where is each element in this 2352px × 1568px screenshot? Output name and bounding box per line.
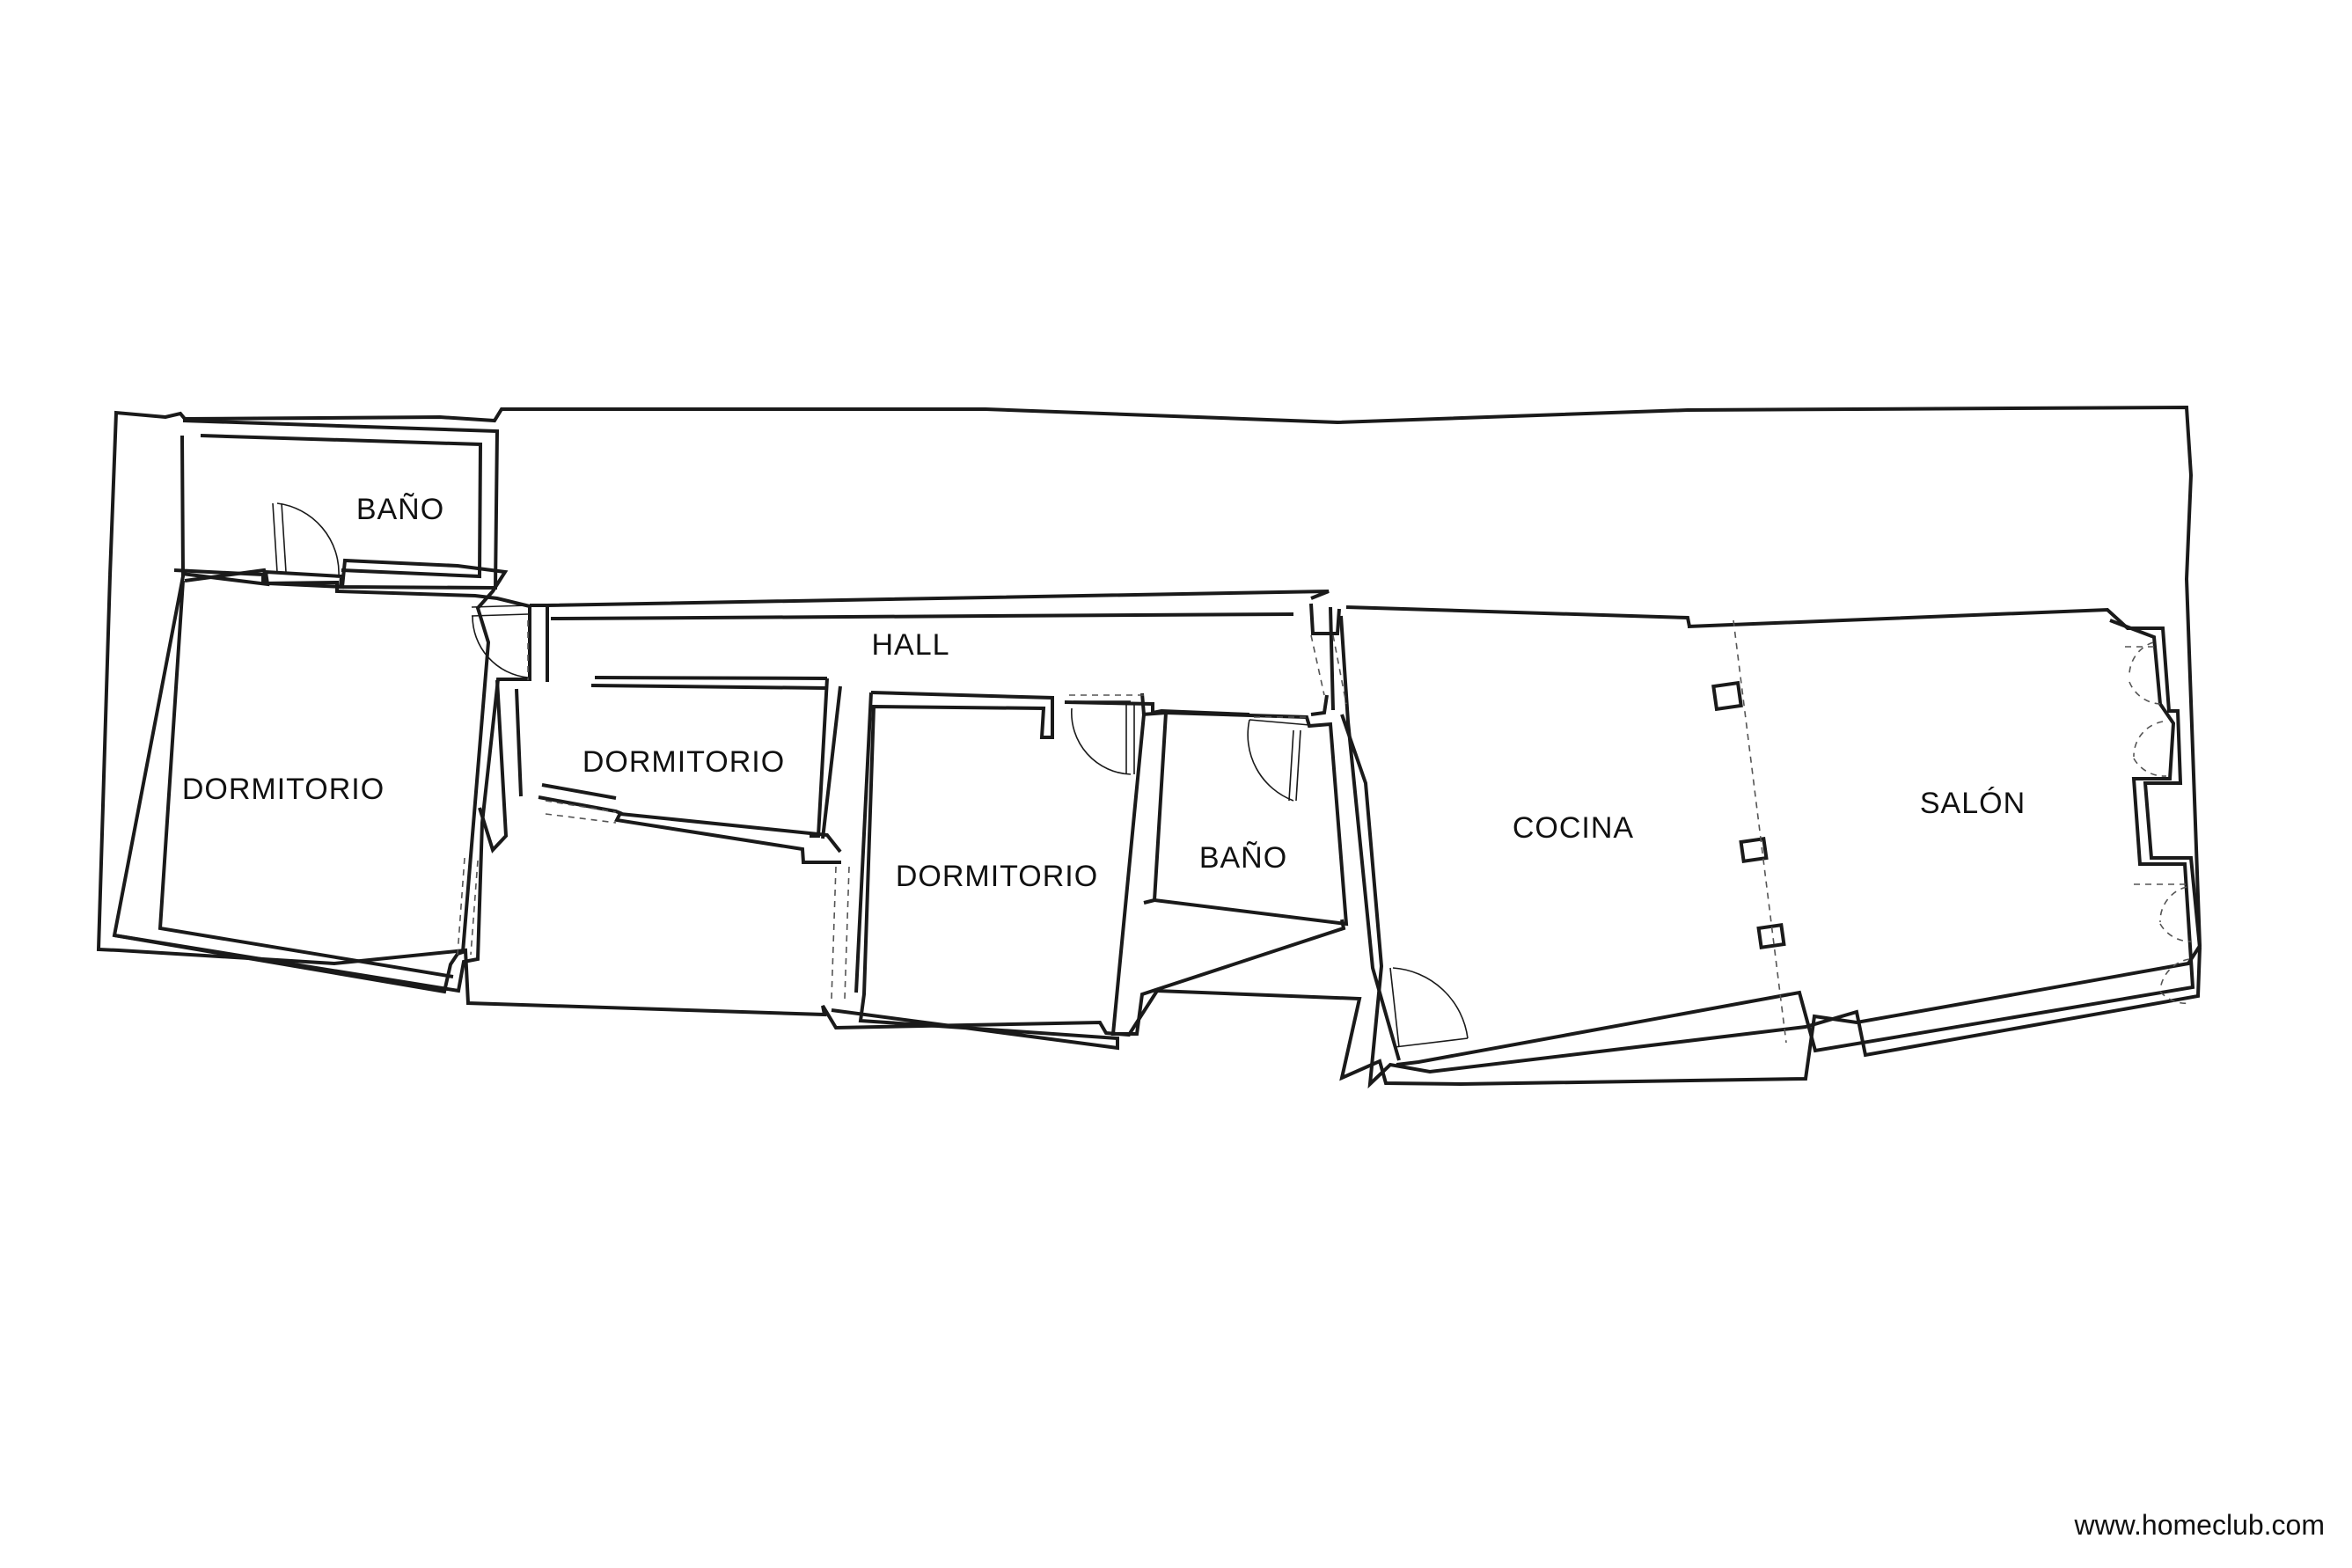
- door-bano-2: [1249, 719, 1321, 727]
- door-bano-1: [272, 502, 278, 573]
- room-label-dormitorio-1: DORMITORIO: [182, 773, 385, 806]
- interior-walls: [114, 568, 1401, 1061]
- room-label-dormitorio-2: DORMITORIO: [583, 745, 785, 779]
- cocina-salon-walls: [1340, 605, 2202, 1089]
- openings: [457, 619, 2187, 1044]
- door-salon-1: [2129, 641, 2154, 678]
- bano-1-walls: [181, 419, 500, 590]
- room-label-hall: HALL: [871, 628, 949, 662]
- pillars: [1711, 680, 1786, 949]
- room-label-salon: SALÓN: [1920, 787, 2026, 820]
- room-label-bano-2: BAÑO: [1199, 841, 1287, 875]
- door-salon-2: [2159, 886, 2187, 923]
- pillar-2: [1739, 837, 1769, 863]
- door-dormitorio-1: [471, 604, 529, 608]
- room-label-bano-1: BAÑO: [356, 493, 444, 526]
- doors: [272, 502, 2192, 1048]
- watermark-url: www.homeclub.com: [2073, 1509, 2325, 1541]
- door-cocina: [1389, 967, 1400, 1048]
- room-label-cocina: COCINA: [1513, 811, 1634, 845]
- room-label-dormitorio-3: DORMITORIO: [896, 860, 1098, 893]
- pillar-3: [1756, 923, 1786, 949]
- exterior-walls: [96, 405, 2202, 1087]
- pillar-1: [1711, 680, 1743, 712]
